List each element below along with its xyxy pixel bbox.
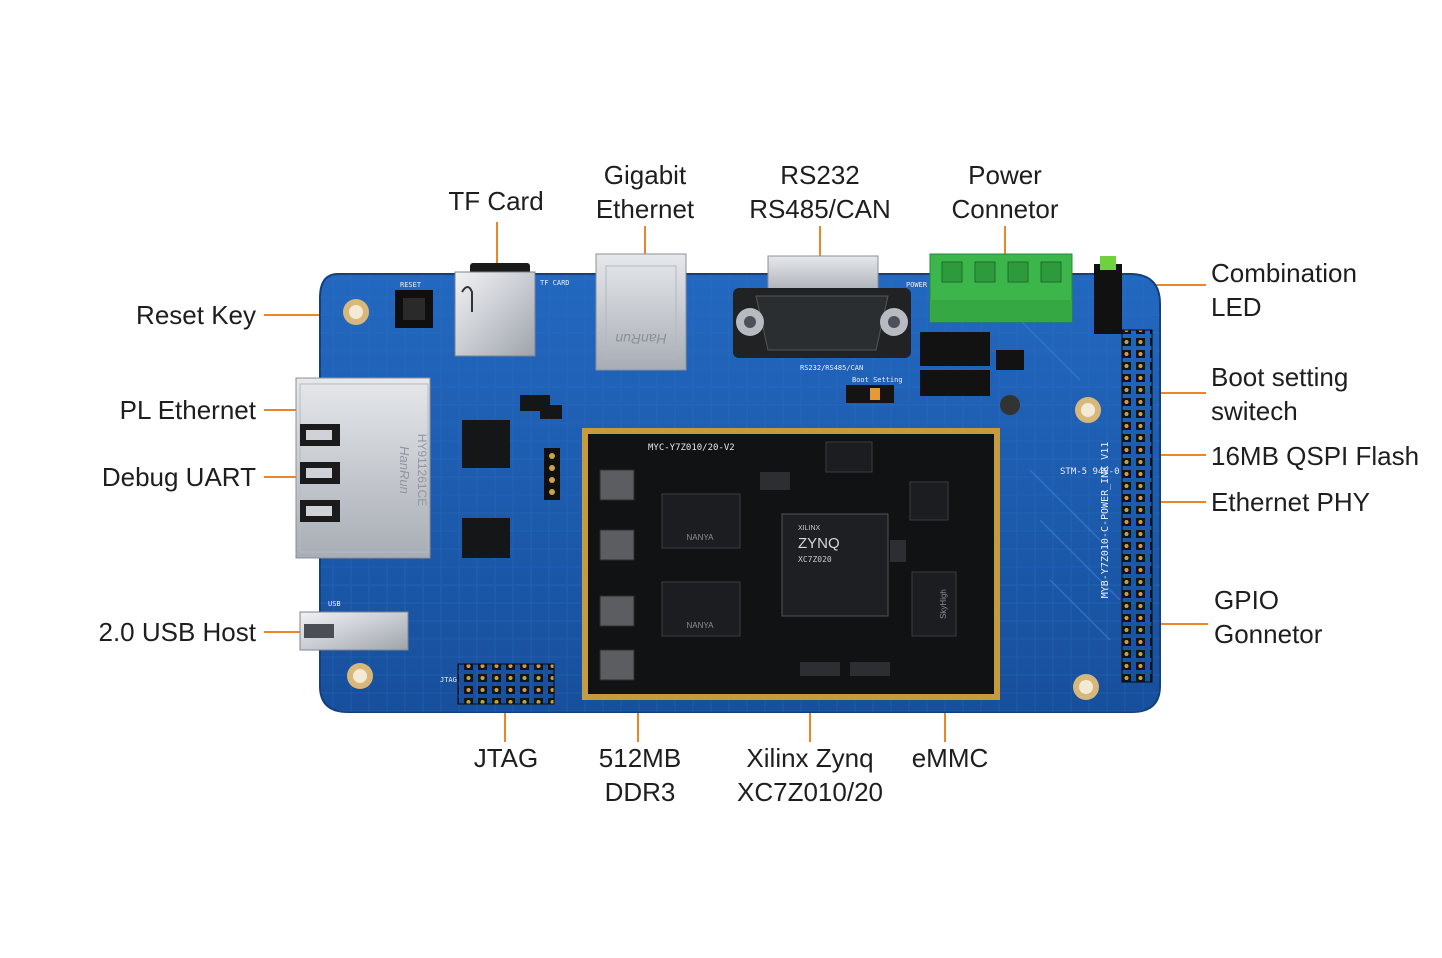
label-ddr3-line1: 512MB <box>598 743 682 773</box>
silk-chip-part: XC7Z020 <box>798 555 832 564</box>
interface-ics <box>462 395 562 558</box>
label-debug-uart: Debug UART <box>40 460 256 494</box>
label-gigabit-ethernet-line2: Ethernet <box>595 194 695 224</box>
qspi-flash-chip <box>825 441 873 473</box>
gpio-header: MYB-Y7Z010-C-POWER_INK V11 <box>1100 329 1153 683</box>
label-gigabit-ethernet-line1: Gigabit <box>603 160 687 190</box>
jtag-header: JTAG <box>440 663 555 705</box>
combination-led-component <box>1094 256 1122 334</box>
ddr3-chips: NANYA NANYA <box>661 493 741 637</box>
label-zynq-line1: Xilinx Zynq <box>746 743 874 773</box>
debug-uart-header <box>544 448 560 500</box>
label-power-connector-line1: Power <box>968 160 1042 190</box>
label-rs232-line2: RS485/CAN <box>749 194 891 224</box>
silk-stm: STM-5 94V-0 <box>1060 467 1120 477</box>
label-zynq-line2: XC7Z010/20 <box>737 777 883 807</box>
power-regulators <box>920 332 1024 415</box>
label-usb-host-text: 2.0 USB Host <box>98 617 256 647</box>
power-terminal-block: POWER <box>906 253 1073 323</box>
label-power-connector-line2: Connetor <box>951 194 1059 224</box>
label-pl-ethernet: PL Ethernet <box>40 393 256 427</box>
label-ddr3-line2: DDR3 <box>604 777 676 807</box>
silk-rs: RS232/RS485/CAN <box>800 364 863 372</box>
label-rs232-line1: RS232 <box>780 160 860 190</box>
label-qspi-flash: 16MB QSPI Flash <box>1211 439 1419 473</box>
label-gpio-connector-line2: Gonnetor <box>1214 619 1323 649</box>
boot-switch-component: Boot Setting <box>846 376 903 403</box>
label-gpio-connector: GPIO Gonnetor <box>1214 583 1322 651</box>
label-combination-led: Combination LED <box>1211 256 1357 324</box>
silk-pl-rj45-brand: HanRun <box>397 446 412 494</box>
silk-jtag: JTAG <box>440 676 457 684</box>
rs232-db9-connector: RS232/RS485/CAN <box>733 255 911 372</box>
reset-key-component: RESET <box>395 281 433 328</box>
silk-rj45-top: HanRun <box>615 331 667 347</box>
label-ethernet-phy-text: Ethernet PHY <box>1211 487 1370 517</box>
silk-ddr-a: NANYA <box>687 533 715 542</box>
label-tf-card-text: TF Card <box>448 186 544 216</box>
silk-usb: USB <box>328 600 341 608</box>
label-boot-switch-line2: switech <box>1211 396 1298 426</box>
ethernet-phy-chip <box>909 481 949 521</box>
mounting-holes <box>343 299 1101 700</box>
tf-card-slot: TF CARD <box>454 263 570 357</box>
silk-boot: Boot Setting <box>852 376 903 384</box>
label-gpio-connector-line1: GPIO <box>1214 585 1280 615</box>
label-emmc: eMMC <box>895 741 1005 775</box>
label-rs232: RS232 RS485/CAN <box>720 158 920 226</box>
label-reset-key: Reset Key <box>40 298 256 332</box>
label-reset-key-text: Reset Key <box>136 300 256 330</box>
label-emmc-text: eMMC <box>911 743 989 773</box>
label-debug-uart-text: Debug UART <box>101 462 256 492</box>
silk-tf: TF CARD <box>540 279 570 287</box>
label-combination-led-line1: Combination <box>1211 258 1357 288</box>
silk-ddr-b: NANYA <box>687 621 715 630</box>
label-zynq: Xilinx Zynq XC7Z010/20 <box>715 741 905 809</box>
silk-reset: RESET <box>400 281 422 289</box>
silk-pl-rj45-part: HY911261CE <box>415 434 429 507</box>
label-usb-host: 2.0 USB Host <box>40 615 256 649</box>
label-boot-switch-line1: Boot setting <box>1211 362 1349 392</box>
usb-host-connector: USB <box>299 600 409 651</box>
silk-emmc: SkyHigh <box>939 589 948 619</box>
label-tf-card: TF Card <box>430 184 562 218</box>
silk-chip-brand: XILINX <box>798 525 821 532</box>
gigabit-ethernet-jack: HanRun <box>595 253 687 371</box>
silk-power: POWER <box>906 281 928 289</box>
label-power-connector: Power Connetor <box>925 158 1085 226</box>
som-module: MYC-Y7Z010/20-V2 NANYA NANYA XILINX ZYN <box>582 428 1000 700</box>
silk-chip-family: ZYNQ <box>798 535 840 552</box>
silk-som-name: MYC-Y7Z010/20-V2 <box>648 443 735 453</box>
emmc-chip: SkyHigh <box>911 571 957 637</box>
pl-ethernet-jack: HanRun HY911261CE <box>295 377 431 559</box>
zynq-soc-chip: XILINX ZYNQ XC7Z020 <box>781 513 889 617</box>
label-boot-switch: Boot setting switech <box>1211 360 1348 428</box>
label-combination-led-line2: LED <box>1211 292 1262 322</box>
label-ddr3: 512MB DDR3 <box>580 741 700 809</box>
silk-board-name: MYB-Y7Z010-C-POWER_INK V11 <box>1100 442 1111 599</box>
label-pl-ethernet-text: PL Ethernet <box>119 395 256 425</box>
label-ethernet-phy: Ethernet PHY <box>1211 485 1370 519</box>
label-jtag-text: JTAG <box>473 743 539 773</box>
label-gigabit-ethernet: Gigabit Ethernet <box>570 158 720 226</box>
label-jtag: JTAG <box>450 741 562 775</box>
label-qspi-flash-text: 16MB QSPI Flash <box>1211 441 1420 471</box>
